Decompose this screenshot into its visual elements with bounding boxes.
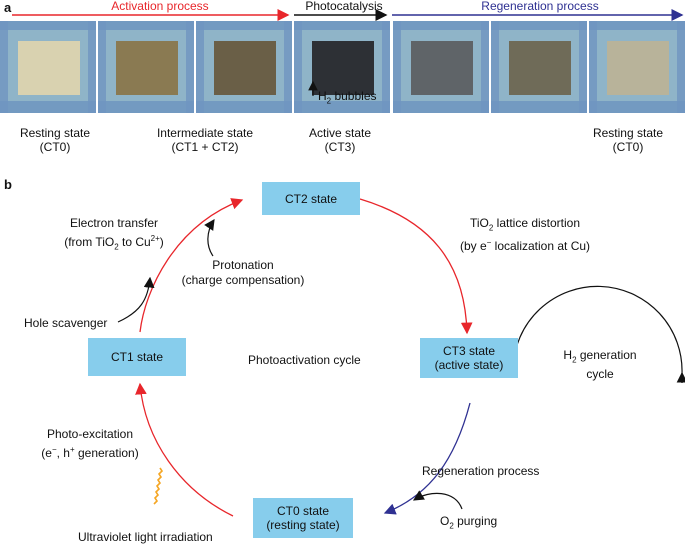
film xyxy=(18,41,80,95)
photocatalysis-label: Photocatalysis xyxy=(305,0,383,13)
uv-irradiation-label: Ultraviolet light irradiation xyxy=(78,530,213,544)
h2-bubbles-label: H2 bubbles xyxy=(318,89,377,106)
activation-process-label: Activation process xyxy=(111,0,209,13)
ct1-state-box: CT1 state xyxy=(88,338,186,376)
panel-b-letter: b xyxy=(4,177,12,192)
h2-generation-cycle-label: H2 generation cycle xyxy=(563,348,637,382)
caption-intermediate-state: Intermediate state(CT1 + CT2) xyxy=(156,126,254,154)
photo-regeneration-1 xyxy=(393,21,489,113)
photo-resting-state xyxy=(0,21,96,113)
ct3-state-box: CT3 state(active state) xyxy=(420,338,518,378)
regeneration-process-cycle-label: Regeneration process xyxy=(422,464,540,478)
o2-purging-arrow xyxy=(412,490,463,510)
photoactivation-cycle-label: Photoactivation cycle xyxy=(248,353,361,367)
photo-resting-state-final xyxy=(589,21,685,113)
ct0-state-box: CT0 state(resting state) xyxy=(253,498,353,538)
caption-resting-state-final: Resting state(CT0) xyxy=(592,126,664,154)
arrow-ct2-to-ct3 xyxy=(359,198,473,335)
h2-generation-cycle xyxy=(512,285,683,375)
film xyxy=(312,41,374,95)
o2-purging-label: O2 purging xyxy=(440,514,498,531)
film xyxy=(214,41,276,95)
lattice-distortion-label: TiO2 lattice distortion (by e− localizat… xyxy=(459,216,591,254)
photo-intermediate-1 xyxy=(98,21,194,113)
caption-active-state: Active state(CT3) xyxy=(308,126,372,154)
regeneration-process-label: Regeneration process xyxy=(481,0,599,13)
caption-resting-state: Resting state(CT0) xyxy=(19,126,91,154)
arrow-ct3-to-ct0 xyxy=(383,402,471,515)
film xyxy=(116,41,178,95)
film xyxy=(411,41,473,95)
hole-scavenger-arrow xyxy=(117,276,155,323)
arrow-ct0-to-ct1 xyxy=(135,382,234,517)
protonation-arrow xyxy=(204,219,215,257)
photo-excitation-label: Photo-excitation (e−, h+ generation) xyxy=(41,427,139,460)
film xyxy=(509,41,571,95)
panel-a-letter: a xyxy=(4,0,12,15)
hole-scavenger-label: Hole scavenger xyxy=(24,316,108,330)
electron-transfer-label: Electron transfer (from TiO2 to Cu2+) xyxy=(64,216,164,252)
ct2-state-box: CT2 state xyxy=(262,182,360,215)
uv-wave-icon xyxy=(153,467,164,505)
arrow-ct1-to-ct2 xyxy=(139,198,244,333)
photo-intermediate-2 xyxy=(196,21,292,113)
protonation-label: Protonation (charge compensation) xyxy=(181,258,305,287)
photo-regeneration-2 xyxy=(491,21,587,113)
photo-active-state xyxy=(294,21,390,113)
film xyxy=(607,41,669,95)
